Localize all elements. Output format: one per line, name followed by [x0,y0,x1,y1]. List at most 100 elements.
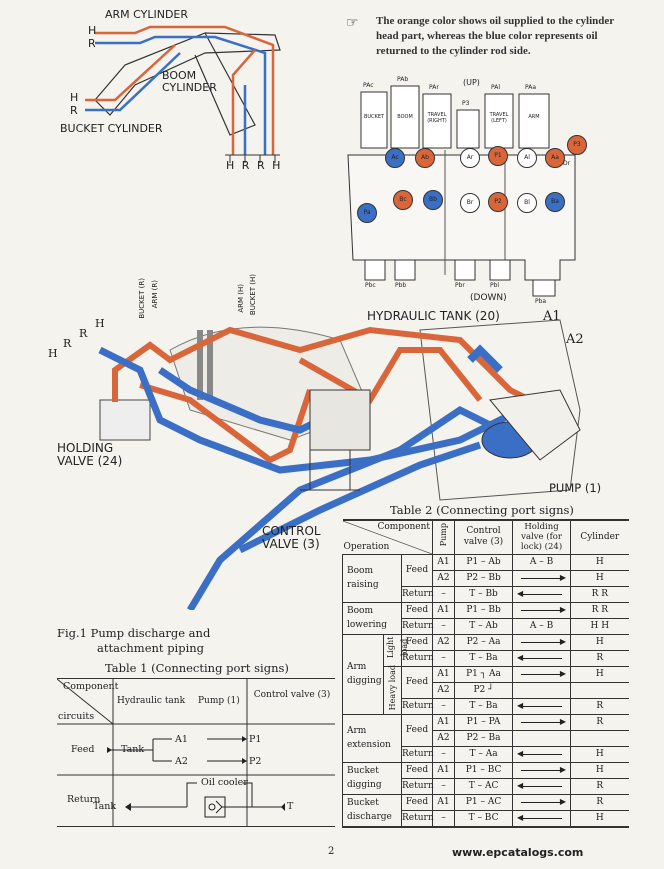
feed-tank: Tank [121,744,145,755]
operation-cell: Bucket digging [342,761,402,795]
pump-cell: A1 [432,601,456,619]
cylinder-cell: H [570,809,629,827]
operation-cell: Boom lowering [342,601,402,635]
valve-port-aa: Aa [545,148,565,168]
port-label: Pbl [490,282,500,289]
holding-valve-cell [512,665,572,683]
cylinder-cell: H [570,745,629,763]
header-diagonal: Component Operation [342,519,434,555]
holding-valve-cell [512,777,572,795]
operation-cell: Boom raising [342,553,402,603]
type-cell: Return [400,697,434,715]
section-name: ARM [528,114,540,120]
cylinder-cell: H [570,665,629,683]
light-load-label: Light load [386,636,409,659]
port-label: PAc [363,82,374,89]
website-link[interactable]: www.epcatalogs.com [452,846,584,859]
type-cell: Return [400,777,434,795]
cylinder-cell: R [570,649,629,667]
cylinder-cell: H [570,633,629,651]
header-component: Component [377,522,431,532]
section-name: TRAVEL (RIGHT) [427,112,447,124]
table1: Component circuits Hydraulic tank Pump (… [57,678,335,827]
type-cell: Feed [400,793,434,811]
operation-cell: Arm extension [342,713,402,763]
control-valve-cell: T – Ab [454,617,514,635]
valve-port-p1: P1 [488,146,508,166]
table-row: Return–T – BaR [343,697,629,715]
boom-h-label: H [70,91,79,104]
holding-valve-cell [512,713,572,731]
header-control-valve: Control valve (3) [253,690,331,700]
header-pump: Pump (1) [198,696,240,706]
type-cell: Feed [400,601,434,619]
header-pump: Pump [438,523,448,547]
control-valve-cell: P2 – Bb [454,569,514,587]
holding-valve-cell [512,729,572,747]
holding-valve-cell [512,809,572,827]
arm-r-label: R [88,37,96,50]
table2-title: Table 2 (Connecting port signs) [390,503,574,517]
section-name: TRAVEL (LEFT) [489,112,509,124]
table-row: Return–T – BCH [343,809,629,827]
pump-cell: A1 [432,713,456,731]
arrow-right-icon [513,635,570,649]
page-number: 2 [328,846,335,857]
control-valve-label: CONTROL VALVE (3) [262,524,321,551]
pump-cell: – [432,585,456,603]
h-label: H [95,317,105,330]
cylinder-cell: H H [570,617,629,635]
type-cell: Feed [400,713,434,747]
row-return: Return [67,794,101,805]
control-valve-cell: T – Aa [454,745,514,763]
cylinder-cell: R R [570,585,629,603]
pointing-hand-icon: ☞ [346,15,359,31]
holding-valve-cell [512,601,572,619]
cylinder-cell: H [570,761,629,779]
bucket-cylinder-label: BUCKET CYLINDER [60,122,163,135]
port-label: P3 [462,100,470,107]
heavy-load-cell: Heavy load [383,665,402,715]
r-label: R [79,327,88,340]
holding-valve-cell [512,681,572,699]
bucket-r-label: BUCKET (R) [138,278,146,319]
header-hydraulic-tank: Hydraulic tank [117,696,186,706]
header-control-valve: Control valve (3) [454,519,514,555]
arrow-right-icon [513,715,570,729]
control-valve-cell: T – Ba [454,649,514,667]
pump-cell: A2 [432,681,456,699]
valve-port-p2: P2 [488,192,508,212]
holding-valve-cell [512,745,572,763]
holding-valve-cell [512,761,572,779]
pump-cell: – [432,745,456,763]
arrow-left-icon [513,811,570,825]
table-row: Return–T – AaH [343,745,629,763]
a2-label: A2 [566,332,584,347]
control-valve-cell: P1 – Ab [454,553,514,571]
pump-cell: – [432,617,456,635]
holding-valve-cell: A – B [512,553,572,571]
pump-cell: A1 [432,793,456,811]
feed-a2: A2 [175,756,188,767]
arrow-right-icon [513,763,570,777]
valve-port-bc: Bc [393,190,413,210]
port-h: H [226,159,235,172]
pump-cell: A1 [432,665,456,683]
control-valve-cell: P1 – AC [454,793,514,811]
operation-cell: Arm digging [342,633,384,715]
arm-cylinder-label: ARM CYLINDER [105,8,189,21]
caption-line: attachment piping [97,641,205,655]
down-label: (DOWN) [470,293,507,303]
pump-cell: A2 [432,633,456,651]
port-label: PAa [525,84,537,91]
valve-port-ar: Ar [460,148,480,168]
feed-p1: P1 [249,734,262,745]
control-valve-cell: P1 – Bb [454,601,514,619]
control-valve-cell: P2 – Aa [454,633,514,651]
arrow-right-icon [513,795,570,809]
cylinder-cell [570,729,629,747]
holding-valve-cell [512,649,572,667]
